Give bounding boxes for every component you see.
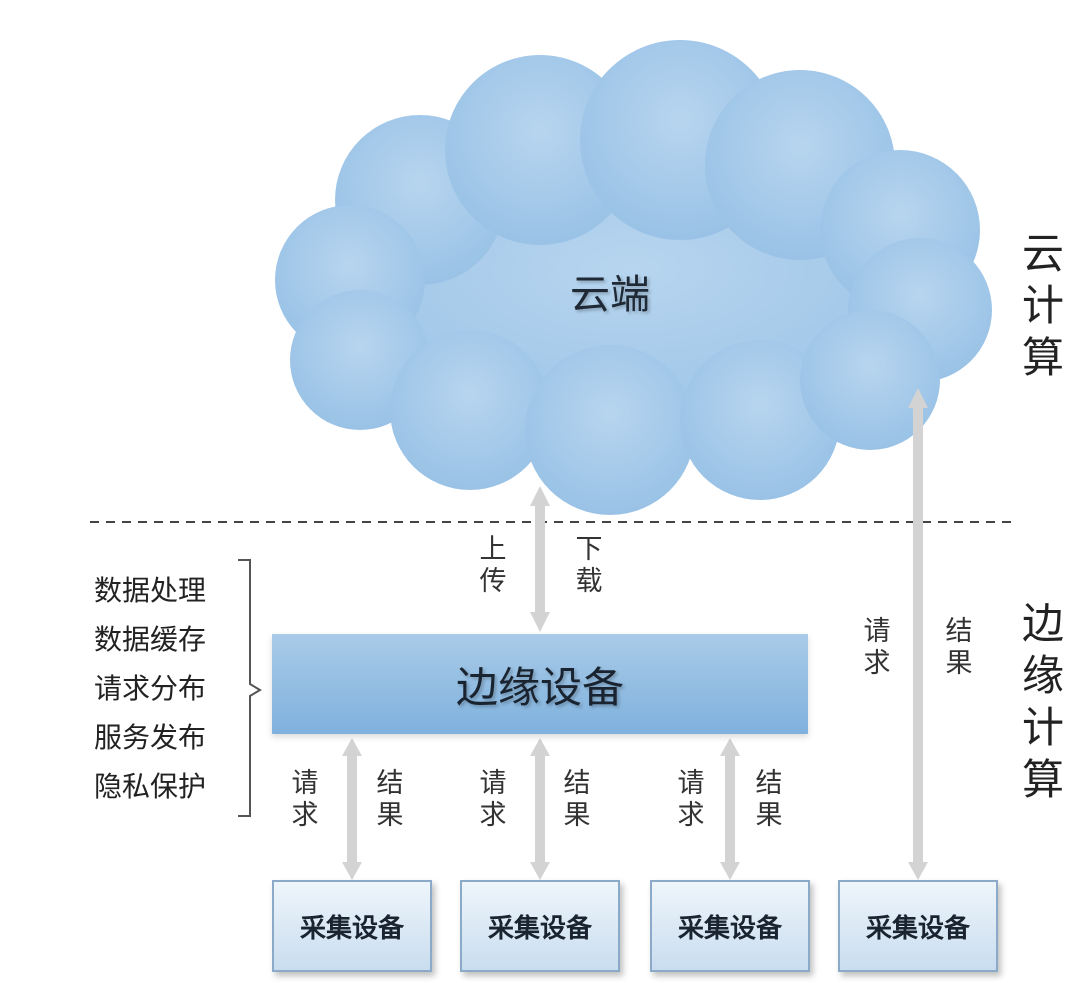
collection-device-2: 采集设备 (460, 880, 620, 972)
function-item: 数据缓存 (94, 623, 207, 656)
edge-device-box: 边缘设备 (272, 634, 808, 734)
collection-device-3: 采集设备 (650, 880, 810, 972)
result-label-4: 结果 (945, 616, 973, 679)
collection-device-4: 采集设备 (838, 880, 998, 972)
result-label-2: 结果 (563, 768, 591, 831)
device-arrow-3 (720, 738, 740, 880)
function-item: 服务发布 (94, 721, 207, 754)
result-label-3: 结果 (755, 768, 783, 831)
collection-device-label: 采集设备 (677, 913, 782, 944)
function-item: 请求分布 (94, 672, 207, 705)
cloud-label: 云端 (570, 272, 650, 318)
collection-device-label: 采集设备 (865, 913, 970, 944)
cloud-shape (275, 40, 992, 515)
cloud-computing-label: 云计算 (1021, 229, 1064, 382)
function-item: 隐私保护 (94, 770, 207, 803)
collection-device-1: 采集设备 (272, 880, 432, 972)
request-label-3: 请求 (677, 768, 705, 831)
device-arrow-2 (530, 738, 550, 880)
upload-label: 上传 (479, 534, 507, 597)
result-label-1: 结果 (376, 768, 404, 831)
edge-device-label: 边缘设备 (455, 662, 624, 712)
request-label-1: 请求 (291, 768, 319, 831)
function-item: 数据处理 (94, 574, 207, 607)
function-brace (238, 559, 262, 817)
download-label: 下载 (575, 534, 603, 597)
collection-device-label: 采集设备 (299, 913, 404, 944)
collection-device-label: 采集设备 (487, 913, 592, 944)
request-label-2: 请求 (479, 768, 507, 831)
edge-computing-label: 边缘计算 (1021, 599, 1064, 804)
edge-function-list: 数据处理 数据缓存 请求分布 服务发布 隐私保护 (94, 566, 206, 811)
device-cloud-arrow (908, 388, 928, 880)
device-arrow-1 (342, 738, 362, 880)
upload-download-arrow (530, 486, 550, 632)
request-label-4: 请求 (863, 616, 891, 679)
